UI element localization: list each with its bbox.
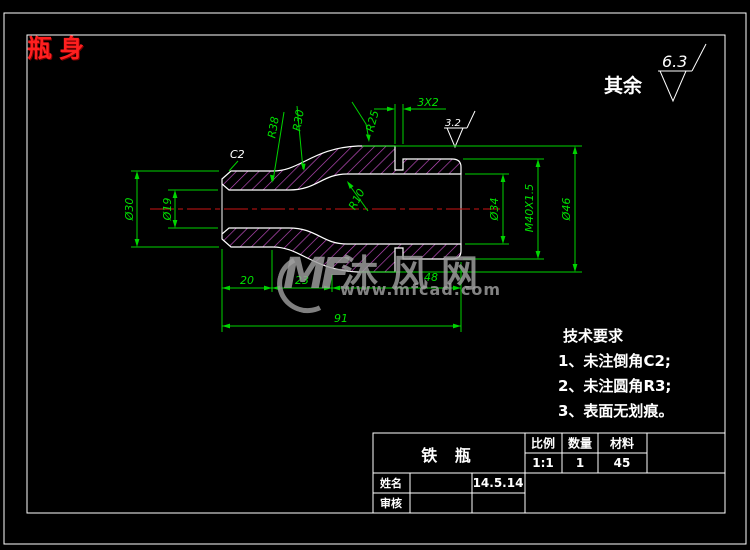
title-block-grid	[372, 432, 726, 514]
tech-requirements-heading: 技术要求	[563, 327, 624, 345]
roughness-local-value: 3.2	[445, 118, 461, 129]
dim-diameter-19: Ø19	[161, 189, 218, 229]
dim-label-d19: Ø19	[161, 198, 174, 222]
review-label: 审核	[380, 497, 402, 510]
dim-diameter-46: Ø46	[360, 145, 582, 273]
dim-label-c2: C2	[230, 148, 245, 161]
dim-label-groove: 3X2	[417, 96, 439, 109]
surface-note-value: 6.3	[662, 52, 687, 71]
watermark-logo: MF	[283, 249, 350, 299]
label-chamfer-c2: C2	[228, 148, 245, 172]
dim-label-d30: Ø30	[123, 198, 136, 222]
quantity-label: 数量	[567, 436, 593, 451]
watermark-url: www.mfcad.com	[340, 280, 501, 299]
tech-requirement-item: 1、未注倒角C2;	[558, 352, 671, 370]
dim-label-91: 91	[334, 312, 348, 325]
part-top-wall	[221, 145, 462, 191]
dim-label-r30: R30	[290, 109, 307, 133]
dim-length-chain: 20 23 48	[221, 249, 462, 332]
dim-label-48: 48	[424, 271, 438, 284]
dim-label-d34: Ø34	[488, 198, 501, 222]
dim-label-r25: R25	[364, 109, 382, 133]
date-value: 14.5.14	[472, 476, 524, 490]
leader-r25: R25	[351, 101, 382, 142]
leader-r38: R38	[265, 111, 285, 183]
dim-label-d46: Ø46	[560, 198, 573, 222]
roughness-triangle-icon	[659, 70, 687, 103]
outer-border	[3, 12, 747, 545]
material-label: 材料	[609, 436, 635, 451]
dim-thread-m40: M40X1.5	[463, 158, 544, 260]
surface-note: 其余 6.3	[604, 43, 707, 103]
tech-requirements: 技术要求 1、未注倒角C2; 2、未注圆角R3; 3、表面无划痕。	[558, 324, 743, 424]
part-section	[221, 145, 462, 273]
tech-requirement-item: 3、表面无划痕。	[558, 402, 674, 420]
part-bottom-wall	[221, 227, 462, 273]
dim-length-91: 91	[222, 312, 461, 329]
dim-label-20: 20	[240, 274, 254, 287]
scale-label: 比例	[530, 436, 556, 451]
part-name: 铁 瓶	[421, 446, 477, 465]
scale-value: 1:1	[532, 456, 554, 470]
material-value: 45	[613, 456, 631, 470]
page-title: 瓶身	[27, 34, 92, 63]
roughness-symbol-local: 3.2	[444, 110, 476, 149]
watermark-site-name: 沐风网	[341, 252, 491, 295]
leader-r10: R10	[346, 181, 369, 212]
leader-r30: R30	[290, 105, 307, 171]
tech-requirement-item: 2、未注圆角R3;	[558, 377, 672, 395]
dim-label-r10: R10	[346, 187, 368, 212]
dim-diameter-30: Ø30	[123, 170, 219, 248]
name-label: 姓名	[380, 477, 402, 490]
dim-label-thread: M40X1.5	[523, 184, 536, 233]
surface-note-prefix: 其余	[604, 74, 643, 97]
dim-label-23: 23	[295, 274, 309, 287]
dim-groove-3x2: 3X2	[374, 96, 446, 144]
dim-label-r38: R38	[265, 116, 282, 140]
quantity-value: 1	[575, 456, 585, 470]
dim-diameter-34: Ø34	[465, 173, 509, 245]
